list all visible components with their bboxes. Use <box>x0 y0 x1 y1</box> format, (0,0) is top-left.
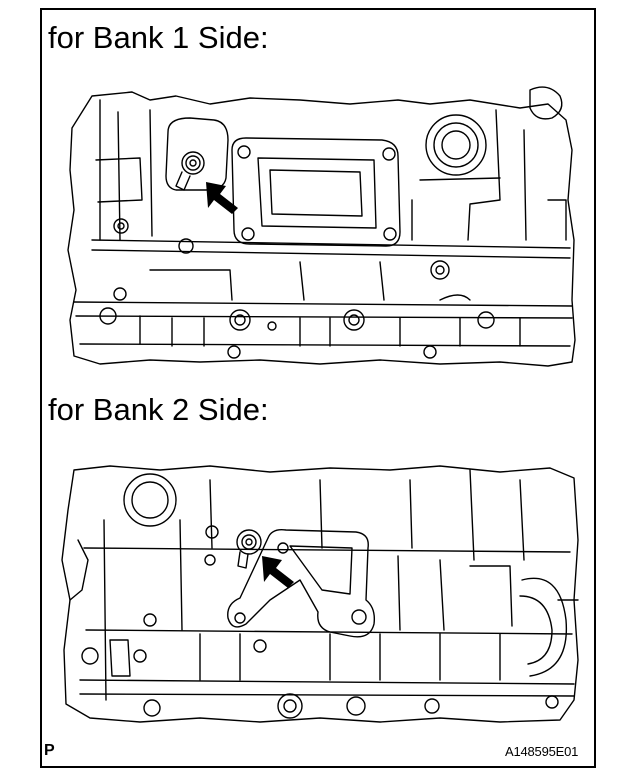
figure-frame <box>40 8 596 768</box>
bank-2-arrow-icon <box>262 556 294 588</box>
bank-1-title: for Bank 1 Side: <box>48 20 269 55</box>
figure-code-right: A148595E01 <box>505 744 579 759</box>
bank-2-title: for Bank 2 Side: <box>48 392 269 427</box>
figure-code-left: P <box>44 742 55 759</box>
bank-1-arrow-icon <box>206 182 238 214</box>
